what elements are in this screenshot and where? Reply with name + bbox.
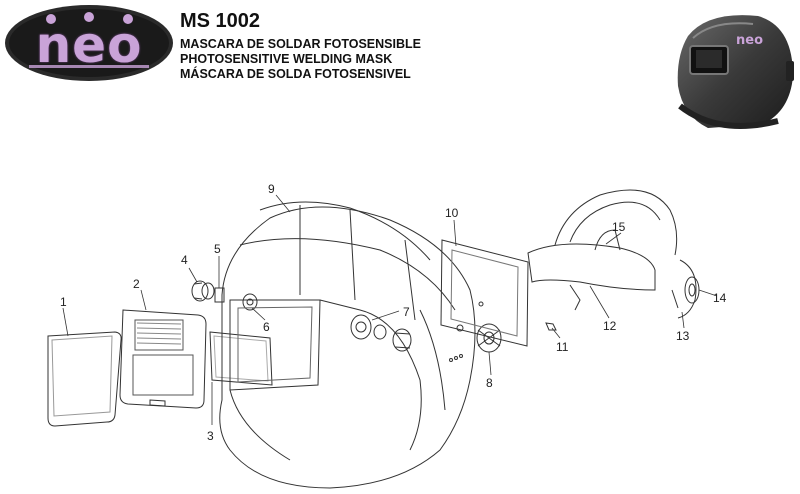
part-4-knob [191,280,215,302]
part-number-3: 3 [207,429,214,443]
part-number-4: 4 [181,253,188,267]
part-number-9: 9 [268,182,275,196]
subtitle-pt: MÁSCARA DE SOLDA FOTOSENSIVEL [180,67,411,81]
logo-text: neo [35,16,143,74]
logo-ellipse [5,5,173,81]
part-number-10: 10 [445,206,459,220]
part-number-7: 7 [403,305,410,319]
part-number-15: 15 [612,220,626,234]
part-number-11: 11 [556,340,569,354]
part-11-screw [545,322,557,331]
part-number-13: 13 [676,329,690,343]
subtitle-es: MASCARA DE SOLDAR FOTOSENSIBLE [180,37,421,51]
part-number-14: 14 [713,291,727,305]
part-7-pivot-knob [350,314,412,352]
helmet-photo-image: neo [677,15,794,129]
part-number-8: 8 [486,376,493,390]
leader-lines [62,194,718,425]
part-number-5: 5 [214,242,221,256]
part-number-1: 1 [60,295,67,309]
part-6-adjuster [242,293,258,311]
model-title: MS 1002 [180,10,261,32]
product-photo: neo [668,6,798,136]
part-1-cover-lens [47,331,122,427]
part-12-headband [527,243,656,311]
part-15-crown-strap [554,189,678,256]
part-2-lens-holder [119,309,207,409]
part-5-clip [214,287,225,303]
brand-logo: neo [4,3,174,83]
exploded-parts-diagram: 1 2 3 4 5 6 7 8 9 10 11 12 13 14 15 [47,182,727,489]
part-3-inner-lens [209,331,273,386]
document-header: MS 1002 MASCARA DE SOLDAR FOTOSENSIBLE P… [180,10,421,82]
part-13-ratchet-spring [671,259,697,319]
part-9-helmet-shell [219,201,476,489]
part-number-12: 12 [603,319,617,333]
photo-logo-text: neo [736,33,763,48]
subtitle-en: PHOTOSENSITIVE WELDING MASK [180,52,393,66]
part-number-6: 6 [263,320,270,334]
part-10-front-frame [440,239,529,347]
part-number-2: 2 [133,277,140,291]
part-14-adjust-wheel [684,276,700,304]
part-8-ratchet-knob [476,323,502,353]
